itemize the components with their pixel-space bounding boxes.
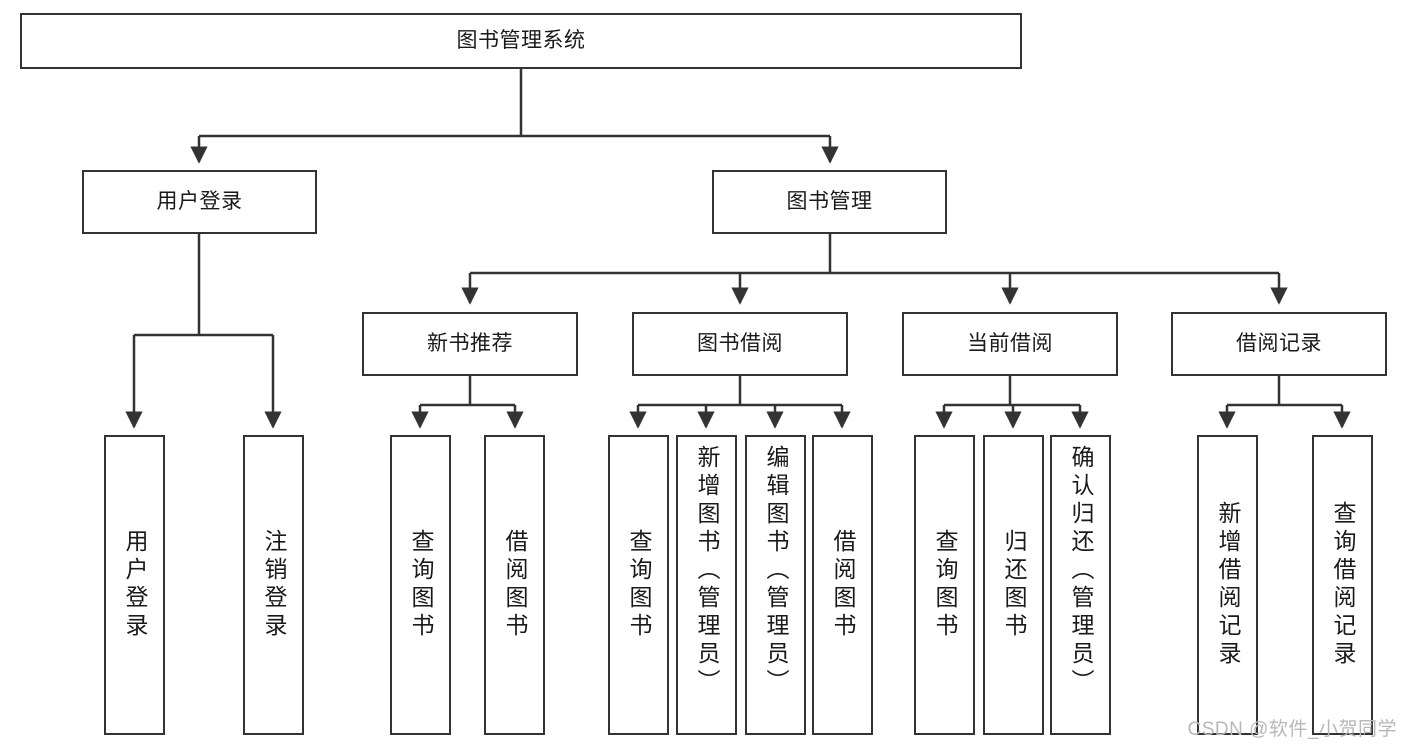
node-label: 当前借阅 — [967, 331, 1053, 355]
leaf-label: 归还图书 — [1001, 529, 1027, 641]
node-label: 借阅记录 — [1236, 331, 1322, 355]
leaf-query-book-current[interactable]: 查询图书 — [914, 435, 975, 735]
leaf-label: 新增图书（管理员） — [694, 445, 720, 697]
leaf-label: 新增借阅记录 — [1215, 501, 1241, 669]
leaf-query-borrow-record[interactable]: 查询借阅记录 — [1312, 435, 1373, 735]
node-borrow-record[interactable]: 借阅记录 — [1171, 312, 1387, 376]
leaf-label: 查询借阅记录 — [1330, 501, 1356, 669]
leaf-label: 查询图书 — [626, 529, 652, 641]
node-root-book-management-system[interactable]: 图书管理系统 — [20, 13, 1022, 69]
node-label: 图书管理系统 — [456, 28, 586, 52]
node-label: 图书借阅 — [697, 331, 783, 355]
leaf-edit-book-admin[interactable]: 编辑图书（管理员） — [745, 435, 806, 735]
node-label: 新书推荐 — [427, 331, 513, 355]
leaf-query-book-borrow[interactable]: 查询图书 — [608, 435, 669, 735]
watermark-csdn: CSDN @软件_小贺同学 — [1187, 719, 1397, 740]
leaf-add-borrow-record[interactable]: 新增借阅记录 — [1197, 435, 1258, 735]
leaf-label: 借阅图书 — [502, 529, 528, 641]
leaf-label: 编辑图书（管理员） — [763, 445, 789, 697]
node-current-borrow[interactable]: 当前借阅 — [902, 312, 1118, 376]
node-book-management[interactable]: 图书管理 — [712, 170, 947, 234]
node-label: 用户登录 — [156, 189, 243, 213]
leaf-label: 查询图书 — [932, 529, 958, 641]
leaf-borrow-book[interactable]: 借阅图书 — [812, 435, 873, 735]
node-label: 图书管理 — [786, 189, 873, 213]
leaf-user-login[interactable]: 用户登录 — [104, 435, 165, 735]
leaf-logout-login[interactable]: 注销登录 — [243, 435, 304, 735]
node-user-login[interactable]: 用户登录 — [82, 170, 317, 234]
leaf-query-book-recommend[interactable]: 查询图书 — [390, 435, 451, 735]
leaf-label: 借阅图书 — [830, 529, 856, 641]
leaf-label: 查询图书 — [408, 529, 434, 641]
leaf-label: 确认归还（管理员） — [1068, 445, 1094, 697]
leaf-return-book[interactable]: 归还图书 — [983, 435, 1044, 735]
leaf-label: 注销登录 — [261, 529, 287, 641]
leaf-confirm-return-admin[interactable]: 确认归还（管理员） — [1050, 435, 1111, 735]
leaf-borrow-book-recommend[interactable]: 借阅图书 — [484, 435, 545, 735]
node-new-book-recommend[interactable]: 新书推荐 — [362, 312, 578, 376]
node-book-borrow[interactable]: 图书借阅 — [632, 312, 848, 376]
leaf-add-book-admin[interactable]: 新增图书（管理员） — [676, 435, 737, 735]
leaf-label: 用户登录 — [122, 529, 148, 641]
